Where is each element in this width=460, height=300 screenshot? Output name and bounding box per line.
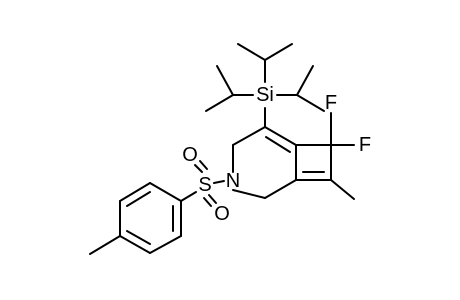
bond-ch-me-left-down (205, 94, 234, 112)
bond-s-o-top-double (199, 160, 208, 170)
atom-sulfur: S (198, 174, 211, 196)
bond-n-c3 (232, 189, 266, 199)
bond-s-o-bottom-double (203, 197, 212, 207)
cyclobutene-ring (295, 112, 355, 200)
atom-nitrogen: N (226, 170, 240, 192)
bond-ch-me-top-left (237, 43, 266, 61)
bond-s-o-bottom (208, 194, 217, 204)
bond-s-aryl (180, 191, 197, 202)
bond-s-o-top (194, 164, 203, 173)
atom-oxygen-top: O (182, 144, 198, 166)
bond-ar4 (119, 235, 151, 254)
atom-silicon: Si (256, 84, 274, 106)
bond-ar-double-1 (126, 191, 151, 207)
triisopropylsilyl-group (205, 43, 325, 128)
bond-c5-c1-double (265, 136, 291, 153)
bond-ar-methyl (89, 235, 121, 255)
bond-n-s (213, 180, 225, 184)
atom-labels: Si F F N S O O (182, 84, 371, 225)
bond-ar5 (149, 235, 182, 254)
bond-ch-me-right-down (296, 94, 325, 112)
atom-oxygen-bottom: O (214, 203, 230, 225)
atom-fluorine-top: F (325, 92, 337, 114)
bond-cme-methyl (330, 179, 355, 200)
bond-c5-c1 (264, 126, 297, 146)
bond-ch-me-top-right (264, 43, 293, 61)
piperidine-ring (232, 126, 297, 199)
atom-fluorine-right: F (359, 134, 371, 156)
tosyl-group (89, 160, 225, 255)
bond-ch-me-left-up (216, 65, 234, 96)
bond-c1-c2 (232, 126, 266, 146)
bond-ar2 (119, 182, 151, 202)
bond-ch-me-right-up (296, 65, 314, 96)
bond-c3-c4 (264, 179, 297, 199)
bond-ar1 (149, 182, 182, 202)
bond-ar-double-2 (126, 230, 151, 245)
